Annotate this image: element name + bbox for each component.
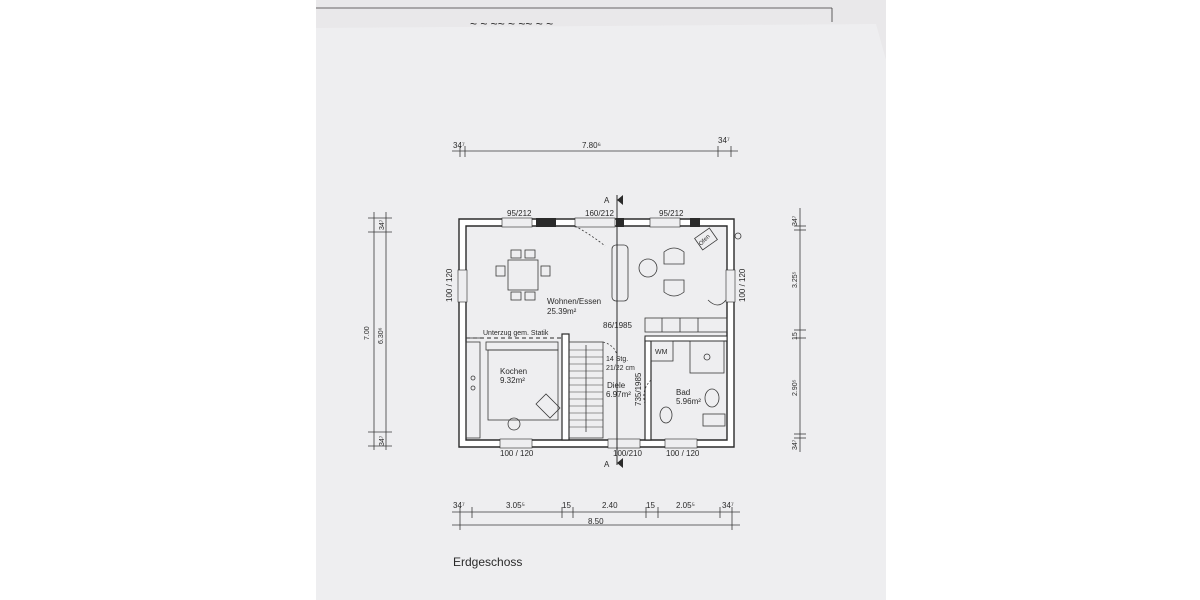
label-right-window: 100 / 120 [738, 268, 747, 302]
label-interior-door-lower: 735/1985 [634, 372, 643, 406]
dining-table [495, 249, 551, 301]
room-bad-area: 5.96m² [676, 397, 701, 406]
label-bottom-right-window: 100 / 120 [666, 449, 700, 458]
dim-bottom-seg-0: 34⁷ [453, 501, 465, 510]
storage-strip [644, 317, 728, 333]
unterzug-label: Unterzug gem. Statik [483, 330, 549, 337]
dim-bottom: 34⁷ 3.05⁵ 15 2.40 15 2.05⁵ 34⁷ 8.50 [452, 501, 740, 530]
label-top-door: 160/212 [585, 209, 614, 218]
dim-bottom-seg-4: 15 [646, 501, 655, 510]
stairs-rise: 21/22 cm [606, 365, 635, 372]
section-marker-top: A [604, 196, 610, 205]
dim-bottom-seg-3: 2.40 [602, 501, 618, 510]
dim-bottom-seg-5: 2.05⁵ [676, 501, 695, 510]
label-bottom-left-window: 100 / 120 [500, 449, 534, 458]
dim-bottom-seg-1: 3.05⁵ [506, 501, 525, 510]
floor-title: Erdgeschoss [453, 555, 522, 569]
top-sheet [316, 24, 886, 600]
room-kochen-area: 9.32m² [500, 376, 525, 385]
dim-top-right-wall: 34⁷ [718, 136, 730, 145]
bath-fixtures [650, 340, 726, 427]
room-bad-name: Bad [676, 388, 690, 397]
label-bottom-door: 100/210 [613, 449, 642, 458]
dim-right: 34⁷ 3.25⁵ 15 2.90⁵ 34⁷ [792, 208, 806, 452]
dim-bottom-total: 8.50 [588, 517, 604, 526]
room-kochen-name: Kochen [500, 367, 527, 376]
washer-label: WM [655, 349, 668, 356]
outer-walls [457, 217, 736, 449]
label-top-right-window: 95/212 [659, 209, 684, 218]
dim-left: 34⁷ 7.00 6.30⁶ 34⁷ [364, 212, 392, 450]
room-diele-name: Diele [607, 381, 626, 390]
dim-bottom-seg-2: 15 [562, 501, 571, 510]
section-marker-bottom: A [604, 460, 610, 469]
dim-left-total: 7.00 [364, 326, 371, 340]
dim-top-left-wall: 34⁷ [453, 141, 465, 150]
room-wohnen-name: Wohnen/Essen [547, 297, 601, 306]
dim-bottom-seg-6: 34⁷ [722, 501, 734, 510]
dim-left-top-wall: 34⁷ [379, 219, 386, 230]
room-diele-area: 6.97m² [606, 390, 631, 399]
dim-right-upper: 3.25⁵ [792, 271, 799, 288]
section-line: A A [604, 195, 623, 469]
interior-walls [466, 333, 728, 441]
dim-right-mid: 15 [792, 332, 799, 340]
room-wohnen-area: 25.39m² [547, 307, 577, 316]
dim-right-lower: 2.90⁵ [792, 379, 799, 396]
label-interior-door-upper: 86/1985 [603, 321, 632, 330]
dim-top-total: 7.80⁶ [582, 141, 601, 150]
dim-left-bottom-wall: 34⁷ [379, 435, 386, 446]
dim-top: 34⁷ 7.80⁶ 34⁷ [452, 136, 738, 157]
label-left-window: 100 / 120 [445, 268, 454, 302]
kitchen-fixtures [465, 337, 561, 439]
dim-left-inner: 6.30⁶ [378, 327, 385, 344]
dim-right-top-wall: 34⁷ [792, 215, 799, 226]
staircase [568, 341, 604, 439]
stairs-count: 14 Stg. [606, 356, 628, 363]
dim-right-bottom-wall: 34⁷ [792, 439, 799, 450]
label-top-left-window: 95/212 [507, 209, 532, 218]
